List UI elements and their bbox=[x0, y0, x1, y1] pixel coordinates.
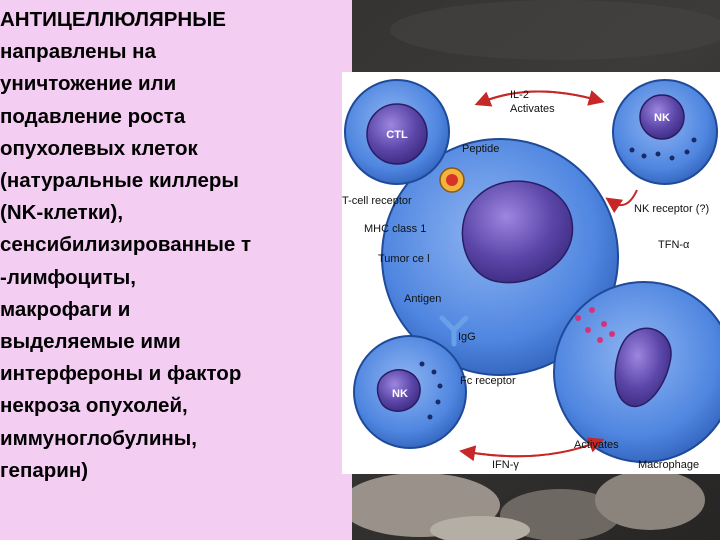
nk-cell-top: NK bbox=[612, 79, 718, 185]
nk-cell-bottom: NK bbox=[353, 335, 467, 449]
igg-antibody bbox=[439, 315, 469, 347]
nk-bottom-label: NK bbox=[392, 388, 408, 400]
label-ifn: IFN-γ bbox=[492, 459, 519, 471]
nk-top-label: NK bbox=[654, 112, 670, 124]
text-panel: АНТИЦЕЛЛЮЛЯРНЫЕ направлены на уничтожени… bbox=[0, 0, 352, 540]
nk-top-granules bbox=[629, 137, 697, 161]
tumor-nucleus bbox=[461, 180, 574, 284]
text-line: (NK-клетки), bbox=[0, 201, 124, 225]
text-line: выделяемые ими bbox=[0, 330, 181, 354]
activation-arrows bbox=[459, 90, 638, 462]
label-tcell-receptor: T-cell receptor bbox=[342, 195, 412, 207]
text-line: направлены на bbox=[0, 40, 156, 64]
text-line: интерфероны и фактор bbox=[0, 362, 242, 386]
text-line: АНТИЦЕЛЛЮЛЯРНЫЕ bbox=[0, 8, 226, 31]
immune-cells-diagram: CTL NK NK IL-2 Acti bbox=[342, 72, 720, 474]
tcell-receptor-complex bbox=[439, 167, 465, 193]
text-line: некроза опухолей, bbox=[0, 394, 188, 418]
text-line: уничтожение или bbox=[0, 72, 177, 96]
label-fc-receptor: Fc receptor bbox=[460, 375, 516, 387]
text-line: -лимфоциты, bbox=[0, 265, 136, 289]
text-line: макрофаги и bbox=[0, 297, 131, 321]
label-antigen: Antigen bbox=[404, 293, 441, 305]
ctl-cell: CTL bbox=[344, 79, 450, 185]
label-peptide: Peptide bbox=[462, 143, 499, 155]
ctl-label: CTL bbox=[386, 129, 408, 141]
text-line: гепарин) bbox=[0, 458, 89, 482]
macrophage-cell bbox=[553, 281, 720, 463]
label-nk-receptor: NK receptor (?) bbox=[634, 203, 709, 215]
label-activates-top: Activates bbox=[510, 103, 555, 115]
text-line: иммуноглобулины, bbox=[0, 426, 198, 450]
text-line: сенсибилизированные т bbox=[0, 233, 252, 257]
text-line: (натуральные киллеры bbox=[0, 169, 239, 193]
label-igg: IgG bbox=[458, 331, 476, 343]
slide-body-text: АНТИЦЕЛЛЮЛЯРНЫЕ направлены на уничтожени… bbox=[0, 4, 350, 487]
label-il2: IL-2 bbox=[510, 89, 529, 101]
tnf-granules bbox=[575, 307, 615, 343]
label-macrophage: Macrophage bbox=[638, 459, 699, 471]
label-mhc: MHC class 1 bbox=[364, 223, 426, 235]
label-activates-bottom: Activates bbox=[574, 439, 619, 451]
text-line: подавление роста bbox=[0, 104, 186, 128]
macrophage-nucleus bbox=[614, 327, 672, 408]
label-tumor-cell: Tumor ce l bbox=[378, 253, 430, 265]
label-tnf: TFN-α bbox=[658, 239, 690, 251]
text-line: опухолевых клеток bbox=[0, 136, 198, 160]
nk-bottom-granules bbox=[419, 361, 443, 420]
